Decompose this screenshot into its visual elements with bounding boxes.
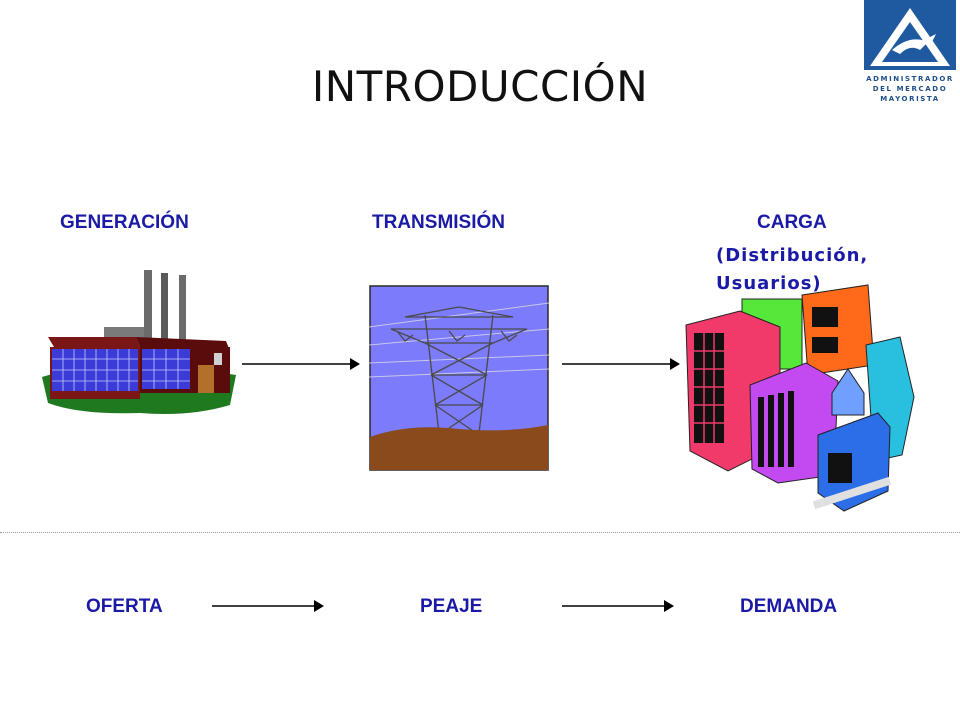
arrow-peaje-demanda bbox=[562, 600, 674, 612]
label-peaje: PEAJE bbox=[420, 596, 483, 617]
power-plant-illustration bbox=[42, 270, 236, 414]
label-generacion: GENERACIÓN bbox=[60, 212, 189, 233]
arrow-generacion-transmision bbox=[242, 358, 360, 370]
label-carga-sub-2: Usuarios) bbox=[716, 273, 822, 294]
label-carga: CARGA bbox=[757, 212, 827, 233]
arrow-oferta-peaje bbox=[212, 600, 324, 612]
label-oferta: OFERTA bbox=[86, 596, 163, 617]
amm-logo: ADMINISTRADOR DEL MERCADO MAYORISTA bbox=[864, 0, 956, 103]
section-divider bbox=[0, 532, 960, 533]
arrow-transmision-carga bbox=[562, 358, 680, 370]
transmission-tower-illustration bbox=[368, 285, 550, 471]
slide-title: INTRODUCCIÓN bbox=[311, 62, 649, 111]
logo-line-3: MAYORISTA bbox=[880, 95, 940, 103]
logo-line-1: ADMINISTRADOR bbox=[866, 75, 954, 83]
label-carga-sub-1: (Distribución, bbox=[716, 245, 869, 266]
logo-line-2: DEL MERCADO bbox=[873, 85, 948, 93]
label-transmision: TRANSMISIÓN bbox=[372, 212, 505, 233]
city-buildings-illustration bbox=[685, 284, 915, 512]
label-demanda: DEMANDA bbox=[740, 596, 838, 617]
